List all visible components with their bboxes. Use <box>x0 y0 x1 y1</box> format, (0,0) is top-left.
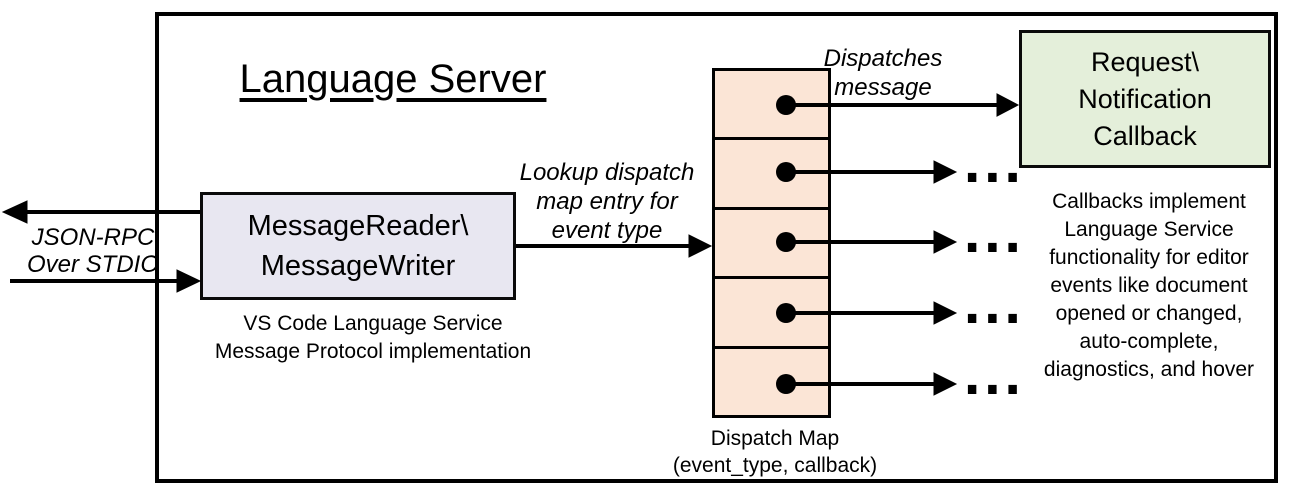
ellipsis-row-3: ... <box>963 208 1024 264</box>
request-notification-callback-box: Request\ Notification Callback <box>1019 30 1271 168</box>
callback-box-label: Request\ Notification Callback <box>1078 46 1212 151</box>
dispatch-map-caption: Dispatch Map (event_type, callback) <box>672 427 878 477</box>
dispatch-map-cell <box>715 71 828 141</box>
dispatch-map-cell <box>715 209 828 280</box>
callbacks-note: Callbacks implement Language Service fun… <box>1043 190 1255 381</box>
ellipsis-row-5: ... <box>963 350 1024 406</box>
ellipsis-row-2: ... <box>963 138 1024 194</box>
language-server-boundary <box>155 12 1278 483</box>
dispatches-message-label: Dispatches message <box>823 45 943 101</box>
dispatch-map-cell <box>715 279 828 349</box>
lookup-dispatch-label: Lookup dispatch map entry for event type <box>519 159 695 244</box>
message-reader-writer-box: MessageReader\ MessageWriter <box>200 192 516 300</box>
reader-box-caption: VS Code Language Service Message Protoco… <box>214 312 532 363</box>
ellipsis-row-4: ... <box>963 279 1024 335</box>
message-reader-writer-label: MessageReader\ MessageWriter <box>247 210 469 282</box>
dispatch-map-cell <box>715 140 828 210</box>
diagram-title: Language Server <box>239 57 547 101</box>
json-rpc-stdio-label: JSON-RPC Over STDIO <box>26 224 159 278</box>
dispatch-map-box <box>712 68 831 418</box>
dispatch-map-cell <box>715 348 828 416</box>
